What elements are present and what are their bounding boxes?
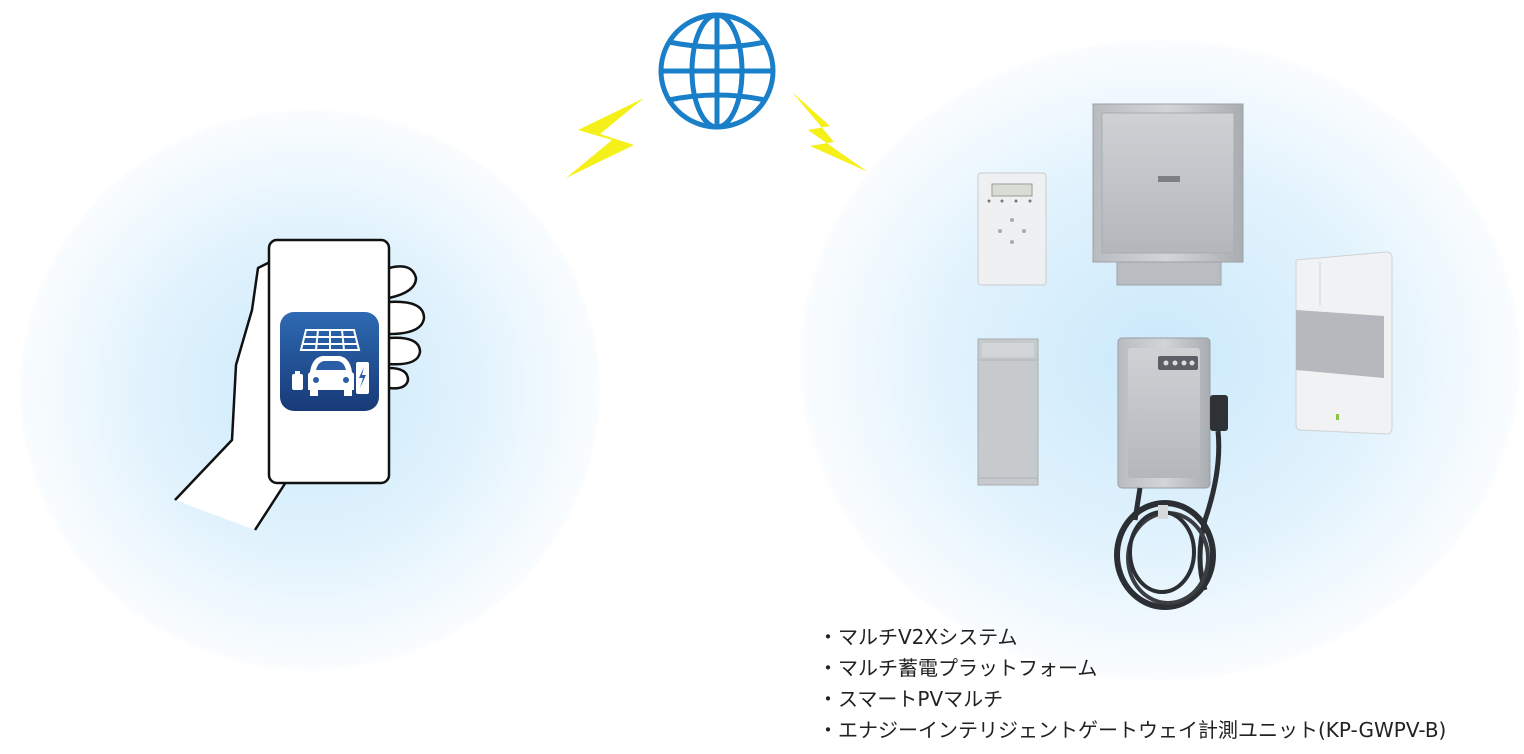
list-item: マルチ蓄電プラットフォーム bbox=[818, 653, 1446, 684]
power-conditioner-device bbox=[1092, 103, 1244, 286]
app-icon bbox=[280, 312, 379, 411]
lightning-icon bbox=[792, 92, 868, 172]
car-icon bbox=[308, 356, 354, 396]
storage-battery-device bbox=[977, 338, 1039, 486]
v2x-charger-device bbox=[1114, 337, 1228, 610]
solar-panel-icon bbox=[299, 329, 361, 351]
list-item: マルチV2Xシステム bbox=[818, 622, 1446, 653]
charger-icon bbox=[356, 362, 369, 394]
device-list: マルチV2Xシステム マルチ蓄電プラットフォーム スマートPVマルチ エナジーイ… bbox=[818, 622, 1446, 746]
globe-icon bbox=[658, 12, 776, 130]
battery-icon bbox=[292, 371, 303, 390]
control-panel-device bbox=[977, 172, 1047, 286]
list-item: エナジーインテリジェントゲートウェイ計測ユニット(KP-GWPV-B) bbox=[818, 715, 1446, 746]
lightning-icon bbox=[566, 98, 644, 178]
measurement-unit-device bbox=[1295, 251, 1393, 435]
list-item: スマートPVマルチ bbox=[818, 684, 1446, 715]
